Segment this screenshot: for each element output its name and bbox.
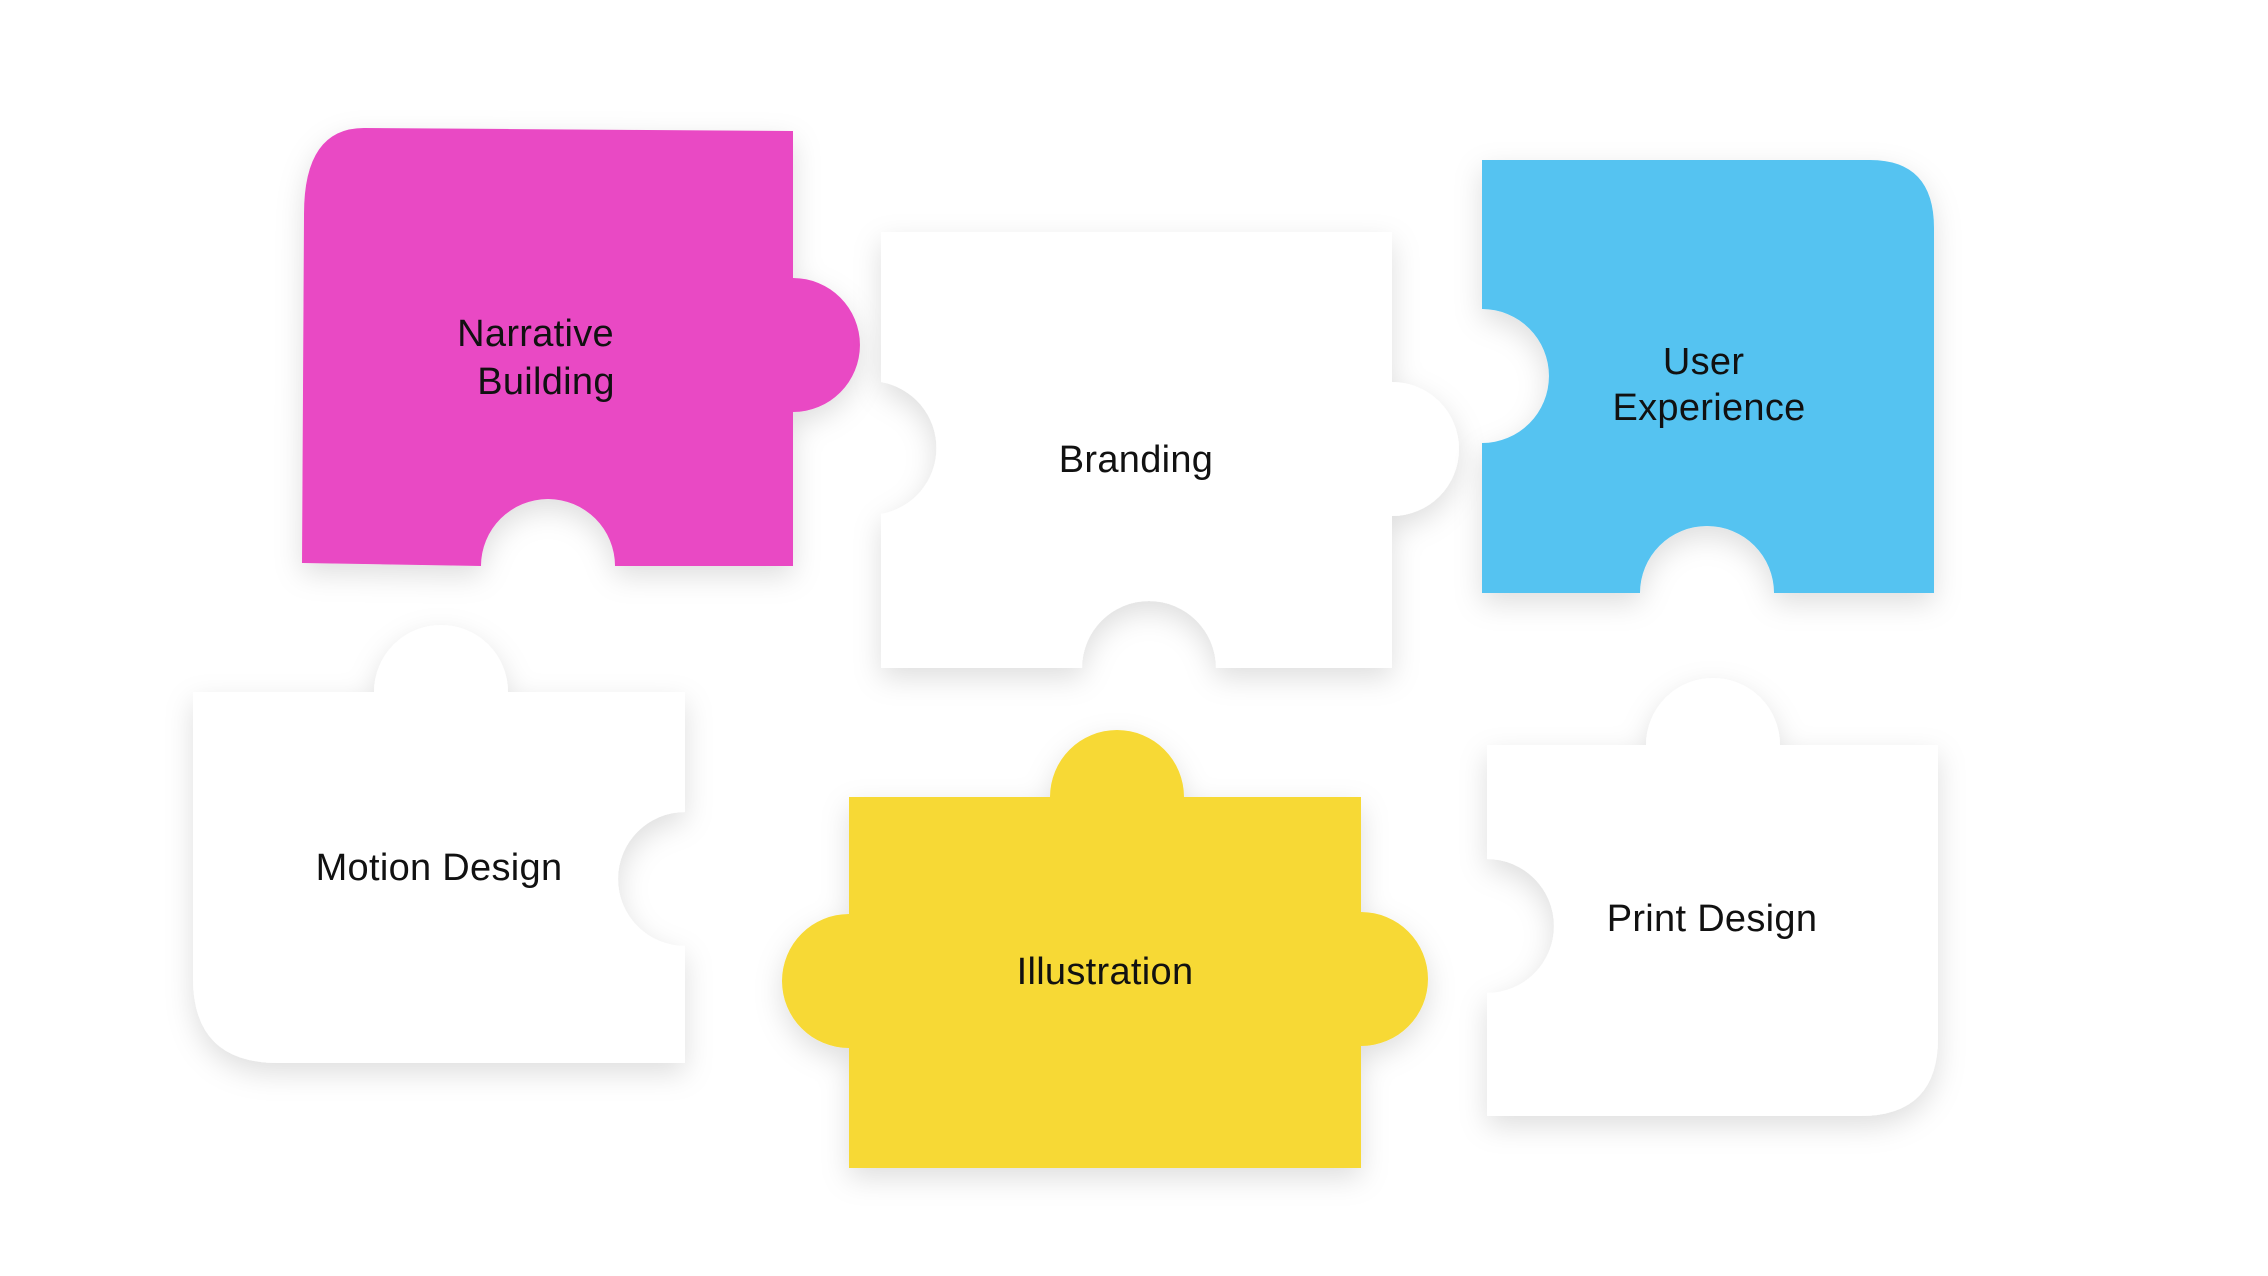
- puzzle-piece-shape-narrative-building: [302, 128, 860, 566]
- svg-text:Motion Design: Motion Design: [316, 847, 563, 889]
- svg-text:Narrative Building: Narrative Building: [457, 313, 625, 403]
- svg-text:User Experience: User Experience: [1612, 341, 1805, 429]
- piece-label-line: Motion Design: [316, 847, 563, 889]
- svg-text:Branding: Branding: [1059, 439, 1214, 481]
- puzzle-piece-shape-user-experience: [1482, 160, 1934, 593]
- piece-print-design: Print Design: [1487, 678, 1938, 1116]
- piece-label-line: Illustration: [1017, 951, 1194, 993]
- piece-user-experience: User Experience: [1482, 160, 1934, 593]
- piece-illustration: Illustration: [782, 730, 1428, 1168]
- piece-label-line: Experience: [1612, 387, 1805, 429]
- puzzle-piece-shape-illustration: [782, 730, 1428, 1168]
- puzzle-piece-shape-print-design: [1487, 678, 1938, 1116]
- puzzle-piece-shape-branding: [881, 232, 1459, 668]
- piece-label-line: Narrative: [457, 313, 614, 355]
- svg-text:Print Design: Print Design: [1607, 898, 1818, 940]
- piece-label-line: Print Design: [1607, 898, 1818, 940]
- svg-text:Illustration: Illustration: [1017, 951, 1194, 993]
- piece-branding: Branding: [881, 232, 1459, 668]
- piece-label-line: Building: [477, 361, 615, 403]
- puzzle-piece-shape-motion-design: [193, 625, 685, 1063]
- piece-label-line: User: [1663, 341, 1744, 383]
- piece-narrative-building: Narrative Building: [302, 128, 860, 566]
- piece-motion-design: Motion Design: [193, 625, 685, 1063]
- piece-label-line: Branding: [1059, 439, 1214, 481]
